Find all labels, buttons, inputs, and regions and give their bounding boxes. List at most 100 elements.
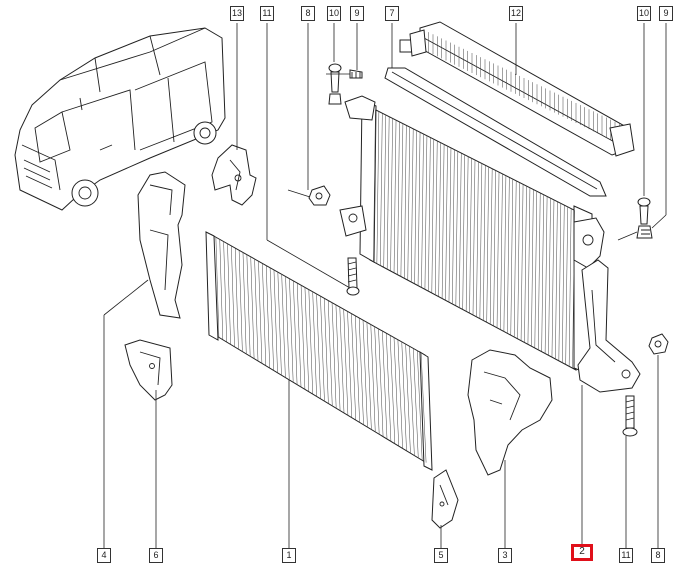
radiator-fin	[565, 206, 568, 365]
radiator-fin	[524, 185, 527, 343]
radiator-fin	[548, 198, 551, 356]
callout-2-bottom-highlighted[interactable]: 2	[571, 544, 593, 561]
callout-11-bottom[interactable]: 11	[619, 548, 633, 563]
radiator-fin	[469, 158, 472, 314]
condenser-fin	[300, 285, 306, 390]
part-12-intercooler	[409, 21, 635, 157]
radiator-fin	[414, 130, 417, 284]
condenser-fin	[215, 237, 220, 338]
condenser-fin	[393, 337, 399, 447]
part-13-bracket	[211, 144, 257, 206]
callout-8-bottom[interactable]: 8	[651, 548, 665, 563]
part-1-condenser	[205, 231, 433, 471]
radiator-fin	[393, 120, 397, 273]
callout-12-top[interactable]: 12	[509, 6, 523, 21]
radiator-fin	[531, 189, 534, 347]
part-10-clip-right	[637, 197, 651, 225]
radiator-fin	[397, 121, 400, 275]
part-4-air-guide	[137, 171, 186, 319]
radiator-fin	[400, 123, 404, 277]
radiator-fin	[465, 156, 469, 312]
condenser-fin	[246, 254, 251, 357]
condenser-fin	[258, 261, 263, 364]
part-11-bolt-right	[622, 395, 638, 437]
radiator-fin	[476, 161, 479, 317]
callout-1-bottom[interactable]: 1	[282, 548, 296, 563]
condenser-fin	[409, 346, 415, 456]
callout-10-top-right[interactable]: 10	[637, 6, 651, 21]
condenser-fin	[296, 282, 302, 388]
radiator-fin	[462, 154, 465, 310]
condenser-fin	[331, 302, 337, 409]
condenser-fin	[401, 341, 407, 451]
radiator-fin	[558, 203, 562, 361]
radiator-fin	[417, 132, 421, 286]
callout-4-bottom[interactable]: 4	[97, 548, 111, 563]
condenser-fin	[320, 296, 325, 402]
part-5-piece	[431, 469, 459, 529]
radiator-fin	[483, 165, 486, 321]
radiator-fin	[500, 173, 503, 330]
part-9-clip-right	[636, 225, 653, 239]
condenser-fin	[231, 245, 235, 347]
condenser-fin	[254, 258, 259, 362]
radiator-fin	[373, 109, 376, 262]
condenser-fin	[285, 276, 290, 380]
callout-3-bottom[interactable]: 3	[498, 548, 512, 563]
condenser-fin	[269, 267, 274, 371]
condenser-fin	[265, 265, 270, 369]
condenser-fin	[293, 280, 298, 385]
radiator-fin	[489, 168, 493, 325]
part-11-bolt-left	[346, 257, 360, 296]
condenser-fin	[219, 239, 224, 340]
radiator-fin	[562, 205, 565, 363]
condenser-fin	[417, 350, 423, 461]
radiator-fin	[390, 118, 393, 272]
callout-8-top[interactable]: 8	[301, 6, 315, 21]
condenser-fin	[405, 344, 411, 454]
radiator-fin	[452, 149, 455, 305]
radiator-fin	[555, 201, 558, 360]
van-illustration	[14, 27, 226, 211]
callout-7-top[interactable]: 7	[385, 6, 399, 21]
radiator-fin	[551, 199, 555, 358]
condenser-fin	[362, 320, 368, 428]
condenser-fin	[351, 313, 356, 421]
part-6-deflector	[124, 339, 173, 401]
main-radiator	[339, 95, 605, 376]
radiator-fin	[434, 140, 438, 295]
part-8-nut-right	[648, 333, 669, 355]
leader-lines	[103, 23, 667, 548]
part-2-bracket	[577, 259, 641, 393]
condenser-fin	[389, 335, 396, 444]
condenser-fin	[347, 311, 353, 418]
condenser-fin	[227, 243, 231, 345]
radiator-fin	[441, 144, 445, 299]
radiator-fin	[517, 182, 520, 339]
condenser-fin	[327, 300, 333, 406]
condenser-fin	[242, 252, 247, 354]
part-8-nut-left	[308, 185, 331, 206]
callout-9-top-right[interactable]: 9	[659, 6, 673, 21]
callout-9-top-left[interactable]: 9	[350, 6, 364, 21]
radiator-fin	[445, 146, 448, 301]
callout-10-top-left[interactable]: 10	[327, 6, 341, 21]
radiator-fin	[428, 137, 431, 292]
radiator-fin	[424, 135, 428, 290]
condenser-fin	[324, 298, 329, 404]
radiator-fin	[493, 170, 496, 327]
callout-13-top[interactable]: 13	[230, 6, 244, 21]
part-9-clip-left	[349, 69, 363, 79]
condenser-fin	[238, 250, 243, 352]
callout-6-bottom[interactable]: 6	[149, 548, 163, 563]
radiator-fin	[431, 139, 435, 294]
callout-11-top[interactable]: 11	[260, 6, 274, 21]
radiator-fin	[507, 177, 510, 334]
callout-5-bottom[interactable]: 5	[434, 548, 448, 563]
condenser-fin	[343, 309, 349, 416]
part-10-clip-left	[328, 63, 342, 105]
condenser-fin	[273, 269, 278, 373]
condenser-fin	[289, 278, 294, 383]
